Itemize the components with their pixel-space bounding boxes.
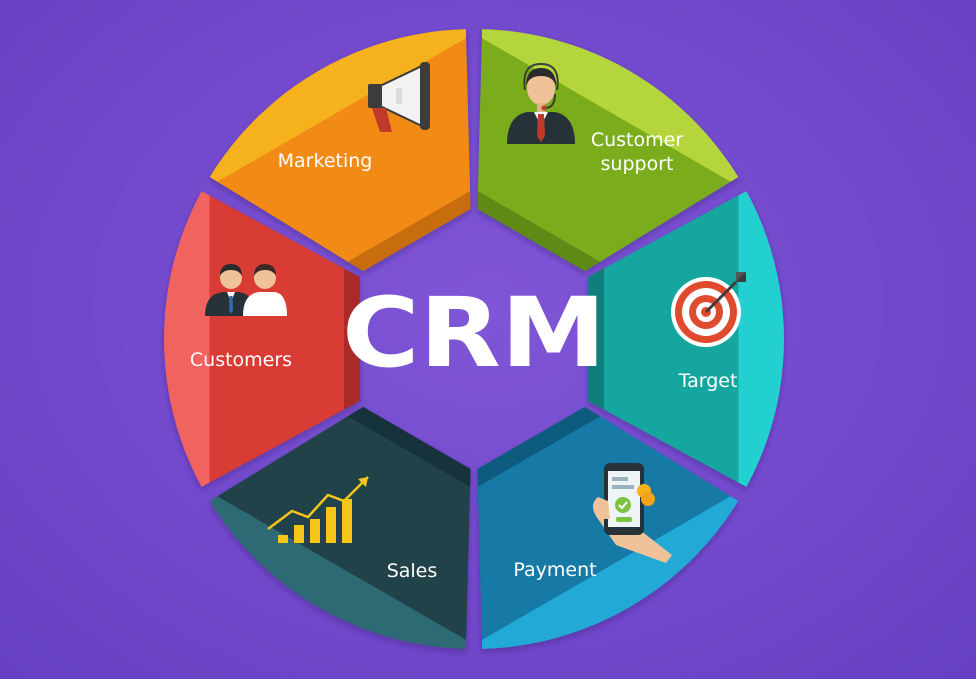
segment-label-line: Sales — [387, 560, 438, 582]
segment-label-marketing: Marketing — [278, 150, 373, 172]
segment-label-line: Target — [678, 370, 738, 392]
segment-label-line: support — [601, 153, 674, 175]
mobile-payment-icon — [593, 463, 672, 563]
segment-label-sales: Sales — [387, 560, 438, 582]
megaphone-icon — [368, 62, 430, 132]
segment-target-edge — [738, 191, 784, 487]
segment-customer-support-edge — [481, 29, 739, 182]
segment-label-payment: Payment — [513, 559, 596, 581]
center-title: CRM — [342, 277, 606, 389]
segment-label-line: Customer — [591, 129, 683, 151]
segment-label-target: Target — [678, 370, 738, 392]
icons-layer — [205, 62, 746, 563]
support-agent-icon — [507, 62, 575, 144]
customers-icon — [205, 264, 287, 316]
segment-customers-edge — [164, 191, 210, 487]
segment-label-line: Customers — [190, 349, 292, 371]
target-icon — [671, 272, 746, 347]
segment-customers — [164, 191, 360, 487]
segment-label-line: Payment — [513, 559, 596, 581]
segment-customers-body — [173, 195, 344, 483]
segment-sales-edge — [209, 496, 467, 649]
segment-label-customers: Customers — [190, 349, 292, 371]
segment-label-line: Marketing — [278, 150, 373, 172]
segment-payment-edge — [481, 496, 739, 649]
segment-marketing-edge — [209, 29, 467, 182]
sales-chart-icon — [267, 476, 369, 543]
